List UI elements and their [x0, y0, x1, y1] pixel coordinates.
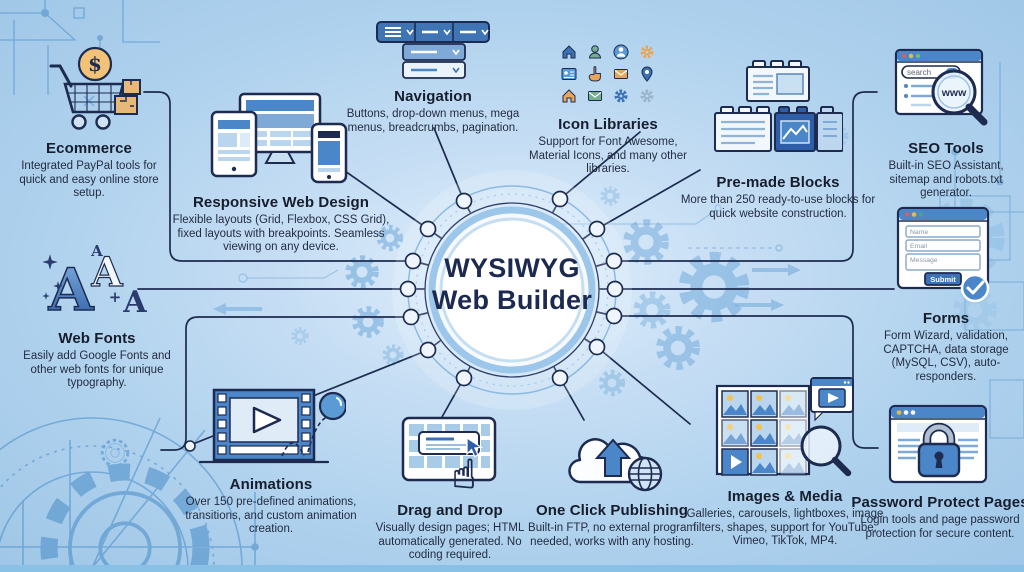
feature-title: Navigation — [394, 88, 472, 105]
feature-responsive: Responsive Web Design Flexible layouts (… — [170, 90, 392, 255]
feature-title: One Click Publishing — [535, 502, 689, 519]
search-label: search — [907, 68, 931, 77]
bottom-strip — [0, 565, 1024, 572]
email-field-label: Email — [910, 243, 927, 250]
feature-desc: Galleries, carousels, lightboxes, image … — [686, 508, 884, 548]
feature-title: Responsive Web Design — [192, 194, 370, 211]
lego-blocks-icon — [713, 60, 844, 171]
feature-desc: Integrated PayPal tools for quick and ea… — [19, 160, 159, 200]
feature-publishing: One Click Publishing Built-in FTP, no ex… — [520, 424, 704, 549]
form-window-icon: Name Email Message Submit — [896, 206, 996, 307]
feature-desc: Login tools and page password protection… — [860, 514, 1020, 540]
gallery-icon — [715, 376, 855, 485]
feature-navigation: Navigation Buttons, drop-down menus, meg… — [342, 16, 524, 135]
feature-desc: More than 250 ready-to-use blocks for qu… — [680, 194, 876, 220]
cloud-upload-icon — [555, 424, 669, 499]
feature-premade-blocks: Pre-made Blocks More than 250 ready-to-u… — [680, 60, 876, 221]
feature-title: Images & Media — [727, 488, 843, 505]
feature-title: Ecommerce — [46, 140, 132, 157]
padlock-page-icon — [888, 404, 992, 491]
hub-title: WYSIWYG Web Builder — [387, 252, 637, 317]
feature-web-fonts: A A A A + Web Fonts Easily add Google Fo… — [12, 240, 182, 391]
hub-title-line2: Web Builder — [431, 285, 593, 316]
feature-drag-drop: ☝ Drag and Drop Visually design pages; H… — [366, 416, 534, 563]
svg-text:A: A — [47, 256, 94, 322]
feature-password: Password Protect Pages Login tools and p… — [851, 404, 1024, 541]
drag-cursor-icon: ☝ — [401, 416, 499, 499]
feature-desc: Easily add Google Fonts and other web fo… — [23, 350, 171, 390]
svg-text:+: + — [109, 288, 122, 306]
feature-title: Icon Libraries — [558, 116, 658, 133]
feature-ecommerce: $ Ecommerce Integrated PayPal tools for … — [8, 46, 170, 201]
svg-text:$: $ — [88, 52, 102, 76]
svg-text:A: A — [122, 285, 147, 320]
browser-magnifier-icon: search www — [894, 48, 998, 137]
feature-icon-libraries: Icon Libraries Support for Font Awesome,… — [520, 44, 696, 177]
icon-grid — [556, 44, 660, 113]
name-field-label: Name — [910, 229, 928, 236]
hub-nodes — [399, 190, 624, 387]
feature-desc: Flexible layouts (Grid, Flexbox, CSS Gri… — [172, 214, 390, 254]
feature-desc: Built-in SEO Assistant, sitemap and robo… — [888, 160, 1004, 200]
connector-end-node — [184, 440, 196, 452]
feature-desc: Buttons, drop-down menus, mega menus, br… — [346, 108, 520, 134]
feature-desc: Support for Font Awesome, Material Icons… — [529, 136, 687, 176]
svg-text:☝: ☝ — [452, 452, 476, 494]
feature-animations: Animations Over 150 pre-defined animatio… — [176, 384, 366, 537]
feature-title: Animations — [229, 476, 313, 493]
flow-arrows — [213, 264, 801, 315]
svg-text:A: A — [90, 242, 103, 260]
feature-title: Pre-made Blocks — [716, 174, 840, 191]
submit-button-label: Submit — [930, 275, 956, 284]
devices-icon — [210, 90, 352, 191]
film-strip-icon — [196, 384, 348, 473]
www-label: www — [941, 87, 967, 99]
feature-forms: Name Email Message Submit Forms Form Wiz… — [870, 206, 1022, 384]
feature-title: Forms — [922, 310, 970, 327]
feature-images-media: Images & Media Galleries, carousels, lig… — [684, 376, 886, 549]
hub-title-line1: WYSIWYG — [444, 253, 580, 283]
shopping-cart-icon: $ — [35, 46, 143, 137]
circuit-traces — [0, 0, 160, 107]
svg-text:A: A — [90, 249, 123, 296]
message-field-label: Message — [910, 257, 938, 264]
hub-ring — [392, 170, 632, 410]
feature-title: Web Fonts — [58, 330, 136, 347]
feature-desc: Over 150 pre-defined animations, transit… — [185, 496, 357, 536]
feature-desc: Built-in FTP, no external program needed… — [528, 522, 696, 548]
feature-title: Password Protect Pages — [851, 494, 1024, 511]
feature-title: Drag and Drop — [397, 502, 503, 519]
feature-desc: Form Wizard, validation, CAPTCHA, data s… — [883, 330, 1009, 383]
feature-title: SEO Tools — [908, 140, 984, 157]
menu-bars-icon — [374, 16, 492, 85]
feature-desc: Visually design pages; HTML automaticall… — [375, 522, 525, 562]
feature-seo-tools: search www SEO Tools Built-in SEO Assist… — [872, 48, 1020, 201]
letters-icon: A A A A + — [41, 240, 153, 327]
